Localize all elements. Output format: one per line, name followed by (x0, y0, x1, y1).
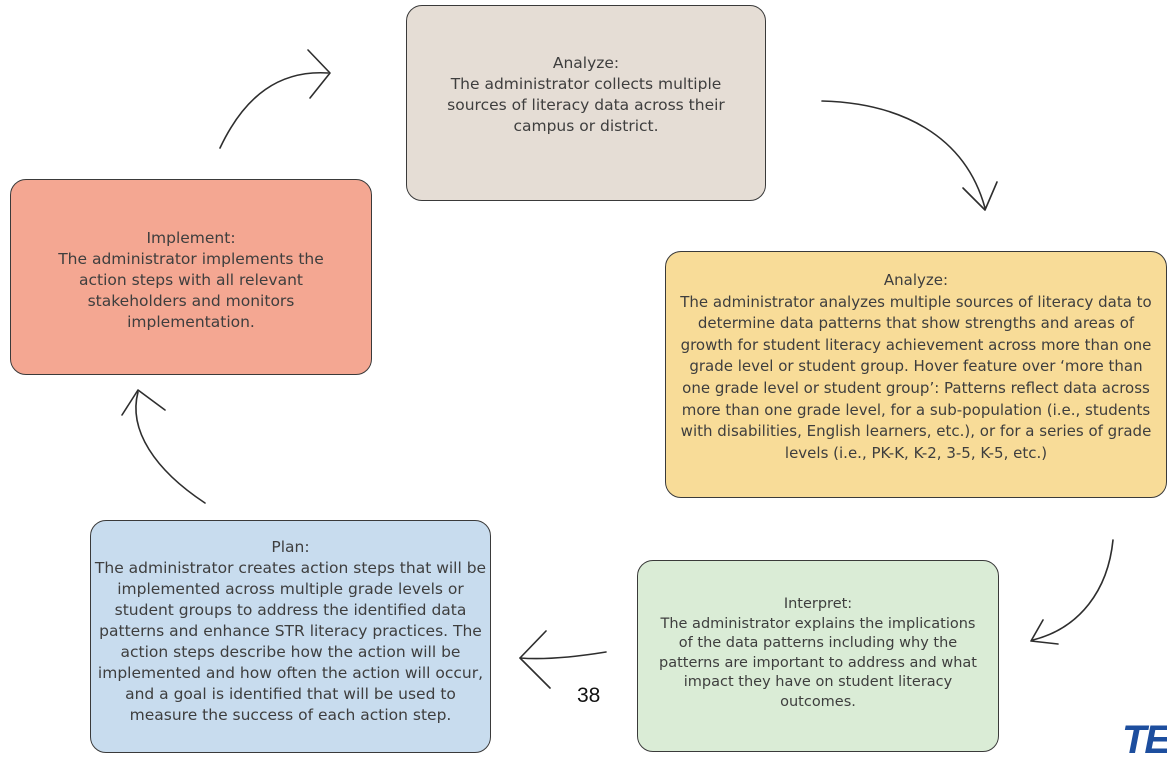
arrow-plan-to-implement (121, 389, 206, 504)
step-plan: Plan: The administrator creates action s… (90, 520, 491, 753)
arrow-curve (135, 391, 206, 504)
arrow-curve (821, 100, 986, 209)
arrow-collect-to-analyze (821, 100, 998, 211)
step-description: The administrator creates action steps t… (94, 559, 487, 724)
arrowhead-icon (1030, 619, 1059, 645)
page-number: 38 (577, 684, 601, 707)
logo-fragment: TE (1122, 718, 1167, 762)
step-description: The administrator implements the action … (58, 250, 324, 331)
step-interpret: Interpret: The administrator explains th… (637, 560, 999, 752)
step-title: Analyze: (552, 54, 620, 72)
step-title: Plan: (271, 538, 310, 556)
step-title: Interpret: (783, 596, 853, 612)
arrowhead-icon (962, 181, 998, 211)
step-analyze-patterns: Analyze: The administrator analyzes mult… (665, 251, 1167, 498)
arrowhead-icon (121, 389, 166, 416)
arrow-analyze-to-interpret (1030, 539, 1114, 645)
arrow-curve (519, 651, 607, 660)
arrowhead-icon (519, 630, 551, 689)
arrow-curve (219, 72, 329, 149)
arrow-implement-to-collect (219, 49, 331, 149)
step-analyze-collect: Analyze: The administrator collects mult… (406, 5, 766, 201)
step-title: Analyze: (883, 271, 949, 289)
arrow-curve (1032, 539, 1114, 641)
step-implement: Implement: The administrator implements … (10, 179, 372, 375)
arrowhead-icon (307, 49, 331, 99)
step-description: The administrator analyzes multiple sour… (680, 292, 1152, 462)
arrow-interpret-to-plan (519, 630, 607, 689)
step-title: Implement: (146, 229, 236, 247)
step-description: The administrator collects multiple sour… (447, 75, 725, 135)
step-description: The administrator explains the implicati… (659, 615, 977, 710)
